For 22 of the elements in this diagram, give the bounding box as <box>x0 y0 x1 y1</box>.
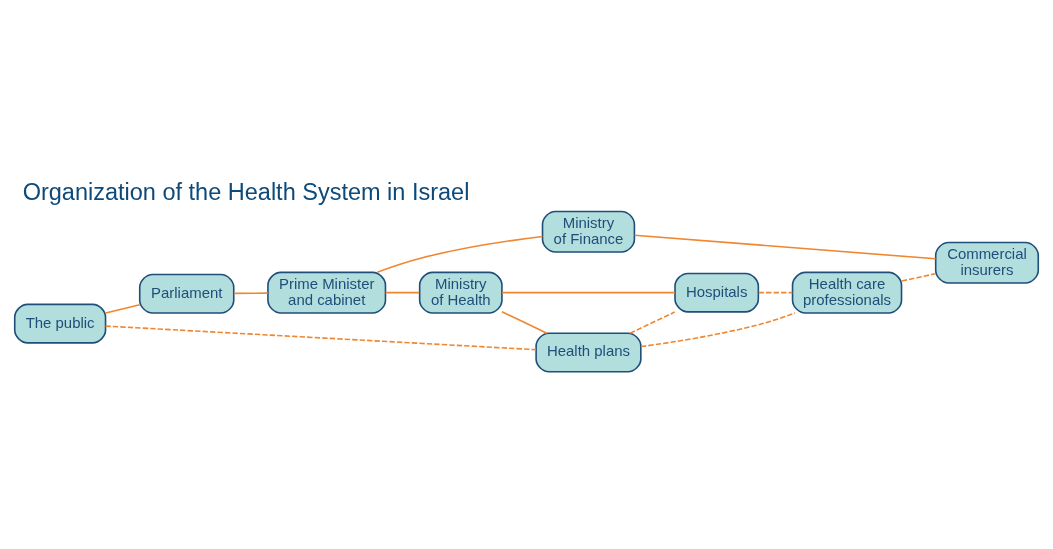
node-box: Health care professionals <box>791 271 903 314</box>
connector <box>629 311 676 335</box>
connector <box>104 325 537 351</box>
node-box: The public <box>13 303 107 344</box>
node-box: Parliament <box>138 273 235 314</box>
connector <box>501 310 548 334</box>
connector <box>633 234 937 260</box>
connector <box>376 235 544 273</box>
diagram-title: Organization of the Health System in Israel <box>22 179 470 206</box>
connector <box>757 291 794 294</box>
node-box: Health plans <box>535 332 642 373</box>
node-box: Commercial insurers <box>934 241 1040 284</box>
node-box: Ministry of Finance <box>541 210 636 253</box>
node-box: Prime Minister and cabinet <box>267 271 387 314</box>
connector <box>384 291 421 294</box>
connector <box>900 272 937 282</box>
connector <box>501 291 676 294</box>
connector <box>640 312 796 348</box>
connector <box>233 292 269 295</box>
node-box: Hospitals <box>674 272 760 313</box>
connector <box>105 303 141 314</box>
node-box: Ministry of Health <box>418 271 503 314</box>
